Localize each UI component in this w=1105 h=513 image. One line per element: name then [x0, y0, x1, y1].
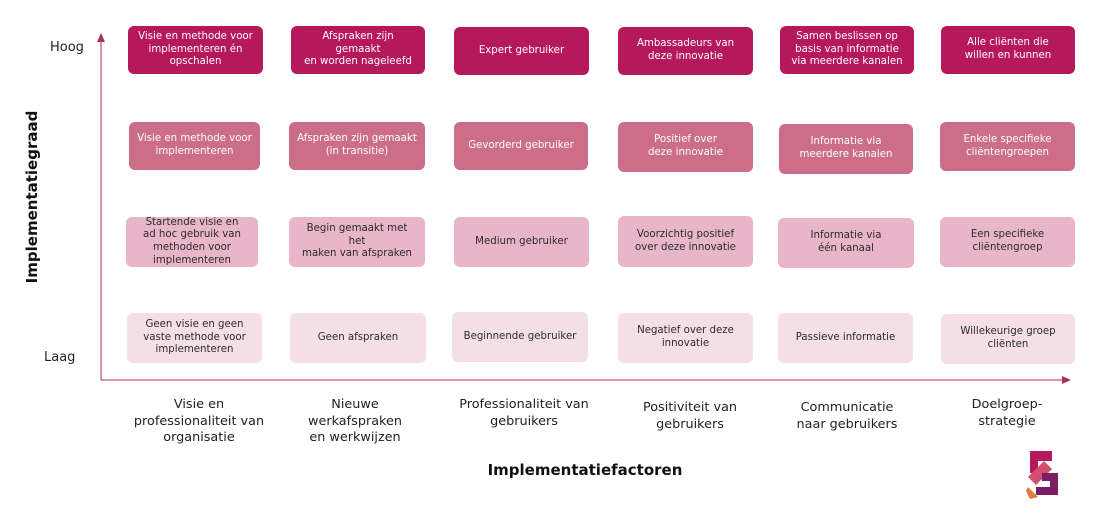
- cell-level3-visie: Visie en methode voor implementeren: [129, 122, 260, 170]
- cell-level3-positiviteit: Positief over deze innovatie: [618, 122, 753, 172]
- cell-level1-visie: Geen visie en geen vaste methode voor im…: [127, 313, 262, 363]
- column-label-visie: Visie en professionaliteit van organisat…: [133, 397, 265, 446]
- y-axis-high-label: Hoog: [50, 40, 84, 55]
- column-label-communicatie: Communicatie naar gebruikers: [796, 400, 898, 432]
- cell-level4-werkafspraken: Afspraken zijn gemaakt en worden nagelee…: [291, 26, 425, 74]
- cell-level1-werkafspraken: Geen afspraken: [290, 313, 426, 363]
- x-axis-title: Implementatiefactoren: [487, 461, 683, 479]
- cell-level2-visie: Startende visie en ad hoc gebruik van me…: [126, 217, 258, 267]
- cell-level2-werkafspraken: Begin gemaakt met het maken van afsprake…: [289, 217, 425, 267]
- cell-level1-positiviteit: Negatief over deze innovatie: [618, 313, 753, 363]
- cell-level1-doelgroep: Willekeurige groep cliënten: [941, 314, 1075, 364]
- cell-level4-positiviteit: Ambassadeurs van deze innovatie: [618, 27, 753, 75]
- column-label-professionaliteit: Professionaliteit van gebruikers: [459, 397, 589, 429]
- cell-level1-communicatie: Passieve informatie: [778, 313, 913, 363]
- cell-level4-doelgroep: Alle cliënten die willen en kunnen: [941, 26, 1075, 74]
- cell-level2-professionaliteit: Medium gebruiker: [454, 217, 589, 267]
- y-axis-low-label: Laag: [44, 350, 76, 365]
- cell-level4-visie: Visie en methode voor implementeren én o…: [128, 26, 263, 74]
- column-label-doelgroep: Doelgroep- strategie: [971, 397, 1043, 429]
- cell-level4-professionaliteit: Expert gebruiker: [454, 27, 589, 75]
- x-axis-arrowhead: [1062, 376, 1071, 384]
- cell-level3-doelgroep: Enkele specifieke cliëntengroepen: [940, 122, 1075, 171]
- y-axis-arrowhead: [97, 33, 105, 42]
- cell-level3-professionaliteit: Gevorderd gebruiker: [454, 122, 588, 170]
- cell-level3-werkafspraken: Afspraken zijn gemaakt (in transitie): [289, 122, 425, 170]
- cell-level3-communicatie: Informatie via meerdere kanalen: [779, 124, 913, 174]
- column-label-werkafspraken: Nieuwe werkafspraken en werkwijzen: [308, 397, 402, 446]
- brand-logo-icon: [1026, 451, 1058, 499]
- cell-level2-positiviteit: Voorzichtig positief over deze innovatie: [618, 216, 753, 267]
- column-label-positiviteit: Positiviteit van gebruikers: [642, 400, 738, 432]
- cell-level1-professionaliteit: Beginnende gebruiker: [452, 312, 588, 362]
- cell-level2-communicatie: Informatie via één kanaal: [778, 218, 914, 268]
- cell-level2-doelgroep: Een specifieke cliëntengroep: [940, 217, 1075, 267]
- cell-level4-communicatie: Samen beslissen op basis van informatie …: [780, 26, 914, 74]
